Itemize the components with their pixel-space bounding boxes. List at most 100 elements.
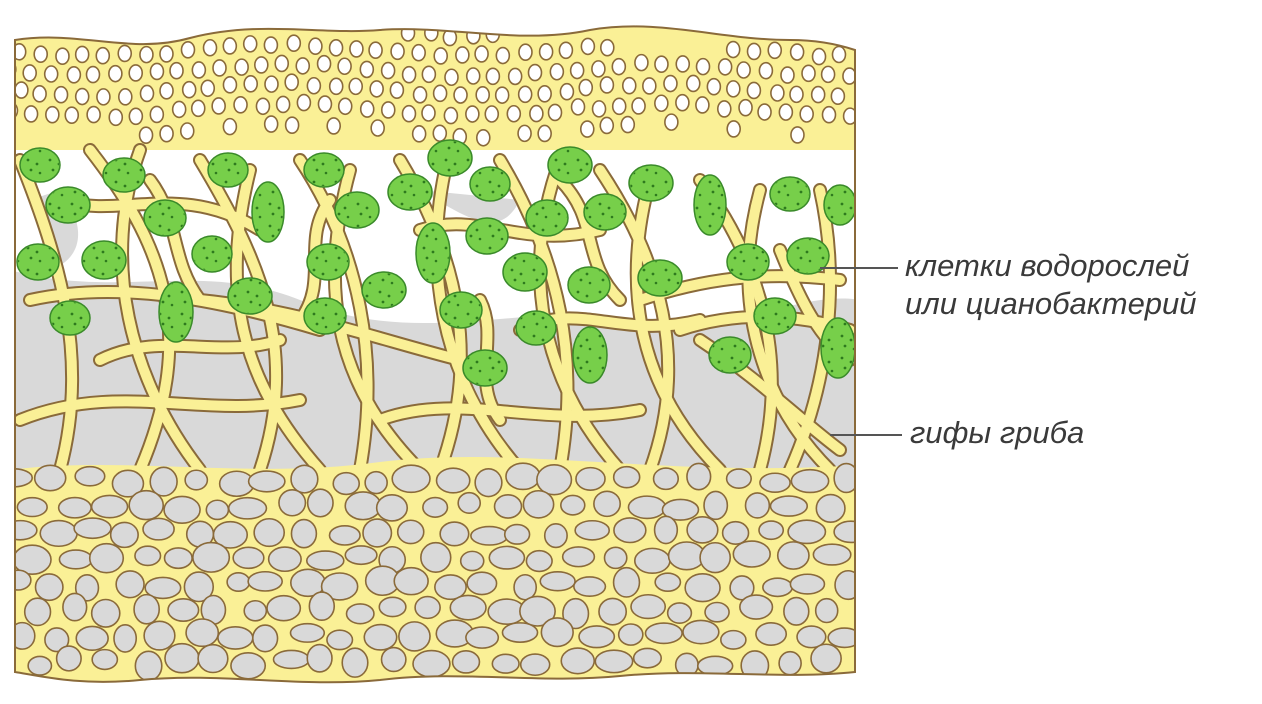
cortex-cell [46,107,59,123]
cortex-cell [758,104,771,120]
cortex-cell [297,95,310,111]
cortex-cell [25,106,38,122]
cavity [579,626,614,648]
cavity [345,492,381,520]
cortex-cell [264,37,277,53]
cavity [249,471,285,492]
algal-cell [192,236,232,272]
cavity [791,470,828,493]
cortex-cell [655,56,668,72]
algal-cell [770,177,810,211]
cavity [489,546,524,569]
cortex-cell [45,66,58,82]
cavity [514,575,536,600]
cortex-cell [192,62,205,78]
cortex-cell [390,82,403,98]
cortex-cell [507,106,520,122]
cortex-cell [287,35,300,51]
cavity [92,599,120,627]
algal-cell [252,182,284,242]
cavity [756,623,786,645]
algal-cell-texture [51,302,89,334]
cavity [541,618,573,646]
cortex-cell [664,76,677,92]
cavity [330,526,361,545]
cortex-cell [549,104,562,120]
cavity [114,625,136,652]
algal-cell-texture [305,299,345,333]
algal-cell-texture [363,273,405,307]
cortex-cell [402,106,415,122]
cavity [475,469,502,497]
algal-cell [638,260,682,296]
cortex-cell [579,80,592,96]
cavity [398,520,424,543]
cavity [526,551,552,572]
algal-cell-texture [467,219,507,253]
cortex-cell [519,86,532,102]
algal-cell [208,153,248,187]
cavity [129,491,163,520]
cavity [165,548,193,568]
cavity [505,525,530,544]
cortex-cell [382,63,395,79]
cortex-cell [831,88,844,104]
cavity [168,599,199,621]
algal-cell-texture [549,148,591,182]
cavity [458,493,480,513]
cortex-cell [747,82,760,98]
cavity [307,645,332,672]
algal-cell [824,185,856,225]
cavity [537,465,572,495]
cortex-cell [822,66,835,82]
algal-cell [428,140,472,176]
cavity [594,491,620,516]
cortex-cell [76,46,89,62]
cortex-cell [600,77,613,93]
cortex-cell [697,59,710,75]
cavity [461,551,484,570]
cortex-cell [403,67,416,83]
cavity [668,603,692,623]
cavity [327,630,353,649]
algal-cell-texture [417,224,449,282]
algal-cell-texture [504,254,546,290]
cortex-cell [173,101,186,117]
cortex-cell [422,105,435,121]
cavity [218,627,253,649]
algal-cell [466,218,508,254]
cortex-cell [129,108,142,124]
cavity [813,544,850,565]
algal-cell-texture [569,268,609,302]
cavity [669,542,705,570]
cavity [4,521,37,540]
algal-cell-texture [253,183,283,241]
cavity [92,495,128,517]
cortex-cell [476,87,489,103]
cortex-cell [296,58,309,74]
cortex-cell [285,74,298,90]
cavity [466,627,498,648]
cavity [365,472,387,494]
cavity [35,465,66,490]
algae-label: клетки водорослей или цианобактерий [905,247,1197,323]
cortex-cell [371,120,384,136]
algal-cell-texture [639,261,681,295]
algal-cell-texture [822,319,854,377]
cortex-cell [832,47,845,63]
algal-cell-texture [389,175,431,209]
cortex-cell [433,125,446,141]
algal-cell-texture [209,154,247,186]
cortex-cell [737,62,750,78]
algal-cell [584,194,626,230]
algal-cell [17,244,59,280]
algal-cell-texture [695,176,725,234]
algal-cell [50,301,90,335]
algal-cell [144,200,186,236]
algal-cell-texture [83,242,125,278]
cortex-cell [160,83,173,99]
cortex-cell [665,114,678,130]
cortex-cell [192,100,205,116]
cavity [17,498,47,517]
algal-cell-texture [710,338,750,372]
